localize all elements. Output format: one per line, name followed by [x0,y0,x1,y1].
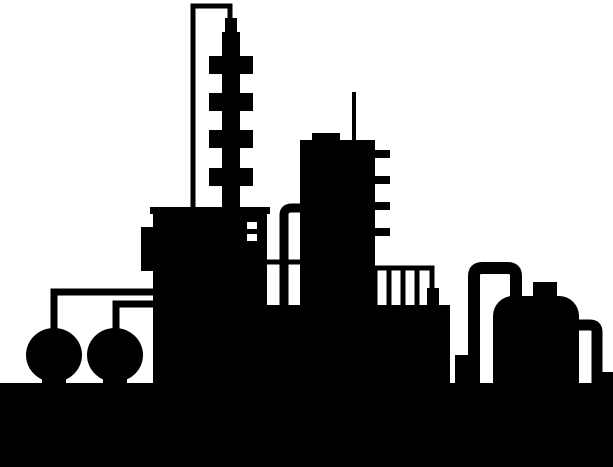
connector-building [265,305,450,387]
tower-side-rung-2 [374,176,390,184]
main-building-window-2 [247,234,257,241]
right-tank-roof-box [533,282,557,298]
ground-base [0,383,613,467]
main-building-vent [141,227,154,271]
right-tank-small-box [455,355,475,383]
column-platform-1 [209,56,253,74]
tank-pipes [50,288,155,330]
main-building-cap [150,207,270,214]
column-platform-3 [209,130,253,148]
pipe-tank-1 [50,288,155,330]
column-platform-2 [209,93,253,111]
right-tank-unit [455,282,603,386]
column-overhead-pipe [190,3,233,212]
main-building [153,212,267,387]
middle-tower-roof-box [312,133,340,143]
spherical-tanks [26,328,143,386]
middle-tower [300,140,375,310]
right-tank-bottom [493,330,579,386]
railing-structure [372,265,435,305]
antenna [352,92,356,142]
column-platform-4 [209,168,253,186]
main-building-window-1 [247,222,257,229]
tower-side-rung-4 [374,228,390,236]
ground-right-edge [600,372,613,386]
tank-2-sphere [87,328,143,382]
pipe-tank-2 [112,300,155,330]
main-column-unit [141,3,270,387]
pipe-column-to-tower [279,203,302,305]
tank-1-sphere [26,328,82,382]
railing-cap-block [427,288,439,308]
tower-side-rung-3 [374,202,390,210]
railing-frame [372,265,435,305]
right-tank-side-pipe [579,319,603,383]
middle-tower-unit [267,92,390,310]
arched-pipe [468,262,522,383]
tower-side-rung-1 [374,150,390,158]
right-pipes [468,262,522,383]
